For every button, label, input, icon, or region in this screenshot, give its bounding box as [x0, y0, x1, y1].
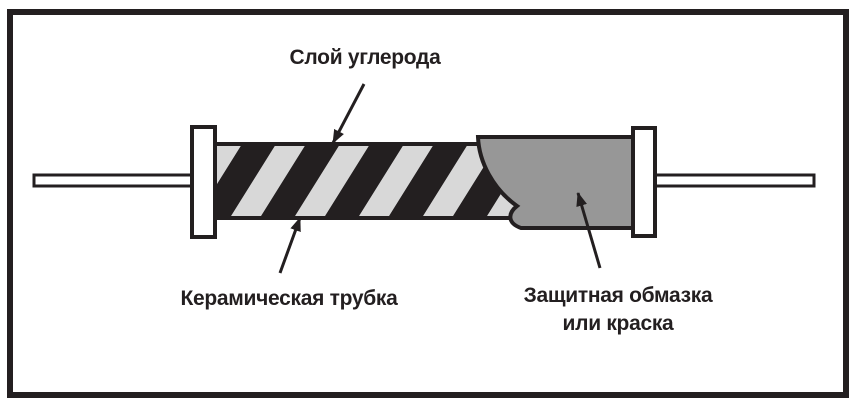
label-protective-coating: Защитная обмазка или краска: [524, 282, 713, 338]
label-protective-coating-line2: или краска: [562, 312, 674, 335]
label-ceramic-tube: Керамическая трубка: [180, 287, 398, 310]
diagram-frame: [7, 9, 849, 398]
right-end-cap: [631, 126, 657, 238]
arrow-to-protective-coating: [576, 192, 602, 269]
left-end-cap: [190, 125, 217, 239]
arrow-to-carbon-layer: [331, 83, 366, 144]
left-wire-lead: [32, 173, 202, 188]
label-protective-coating-line1: Защитная обмазка: [523, 284, 713, 307]
protective-coating: [475, 135, 636, 230]
right-wire-lead: [648, 173, 816, 188]
arrow-to-ceramic-tube: [278, 217, 302, 274]
label-carbon-layer: Слой углерода: [289, 46, 441, 69]
